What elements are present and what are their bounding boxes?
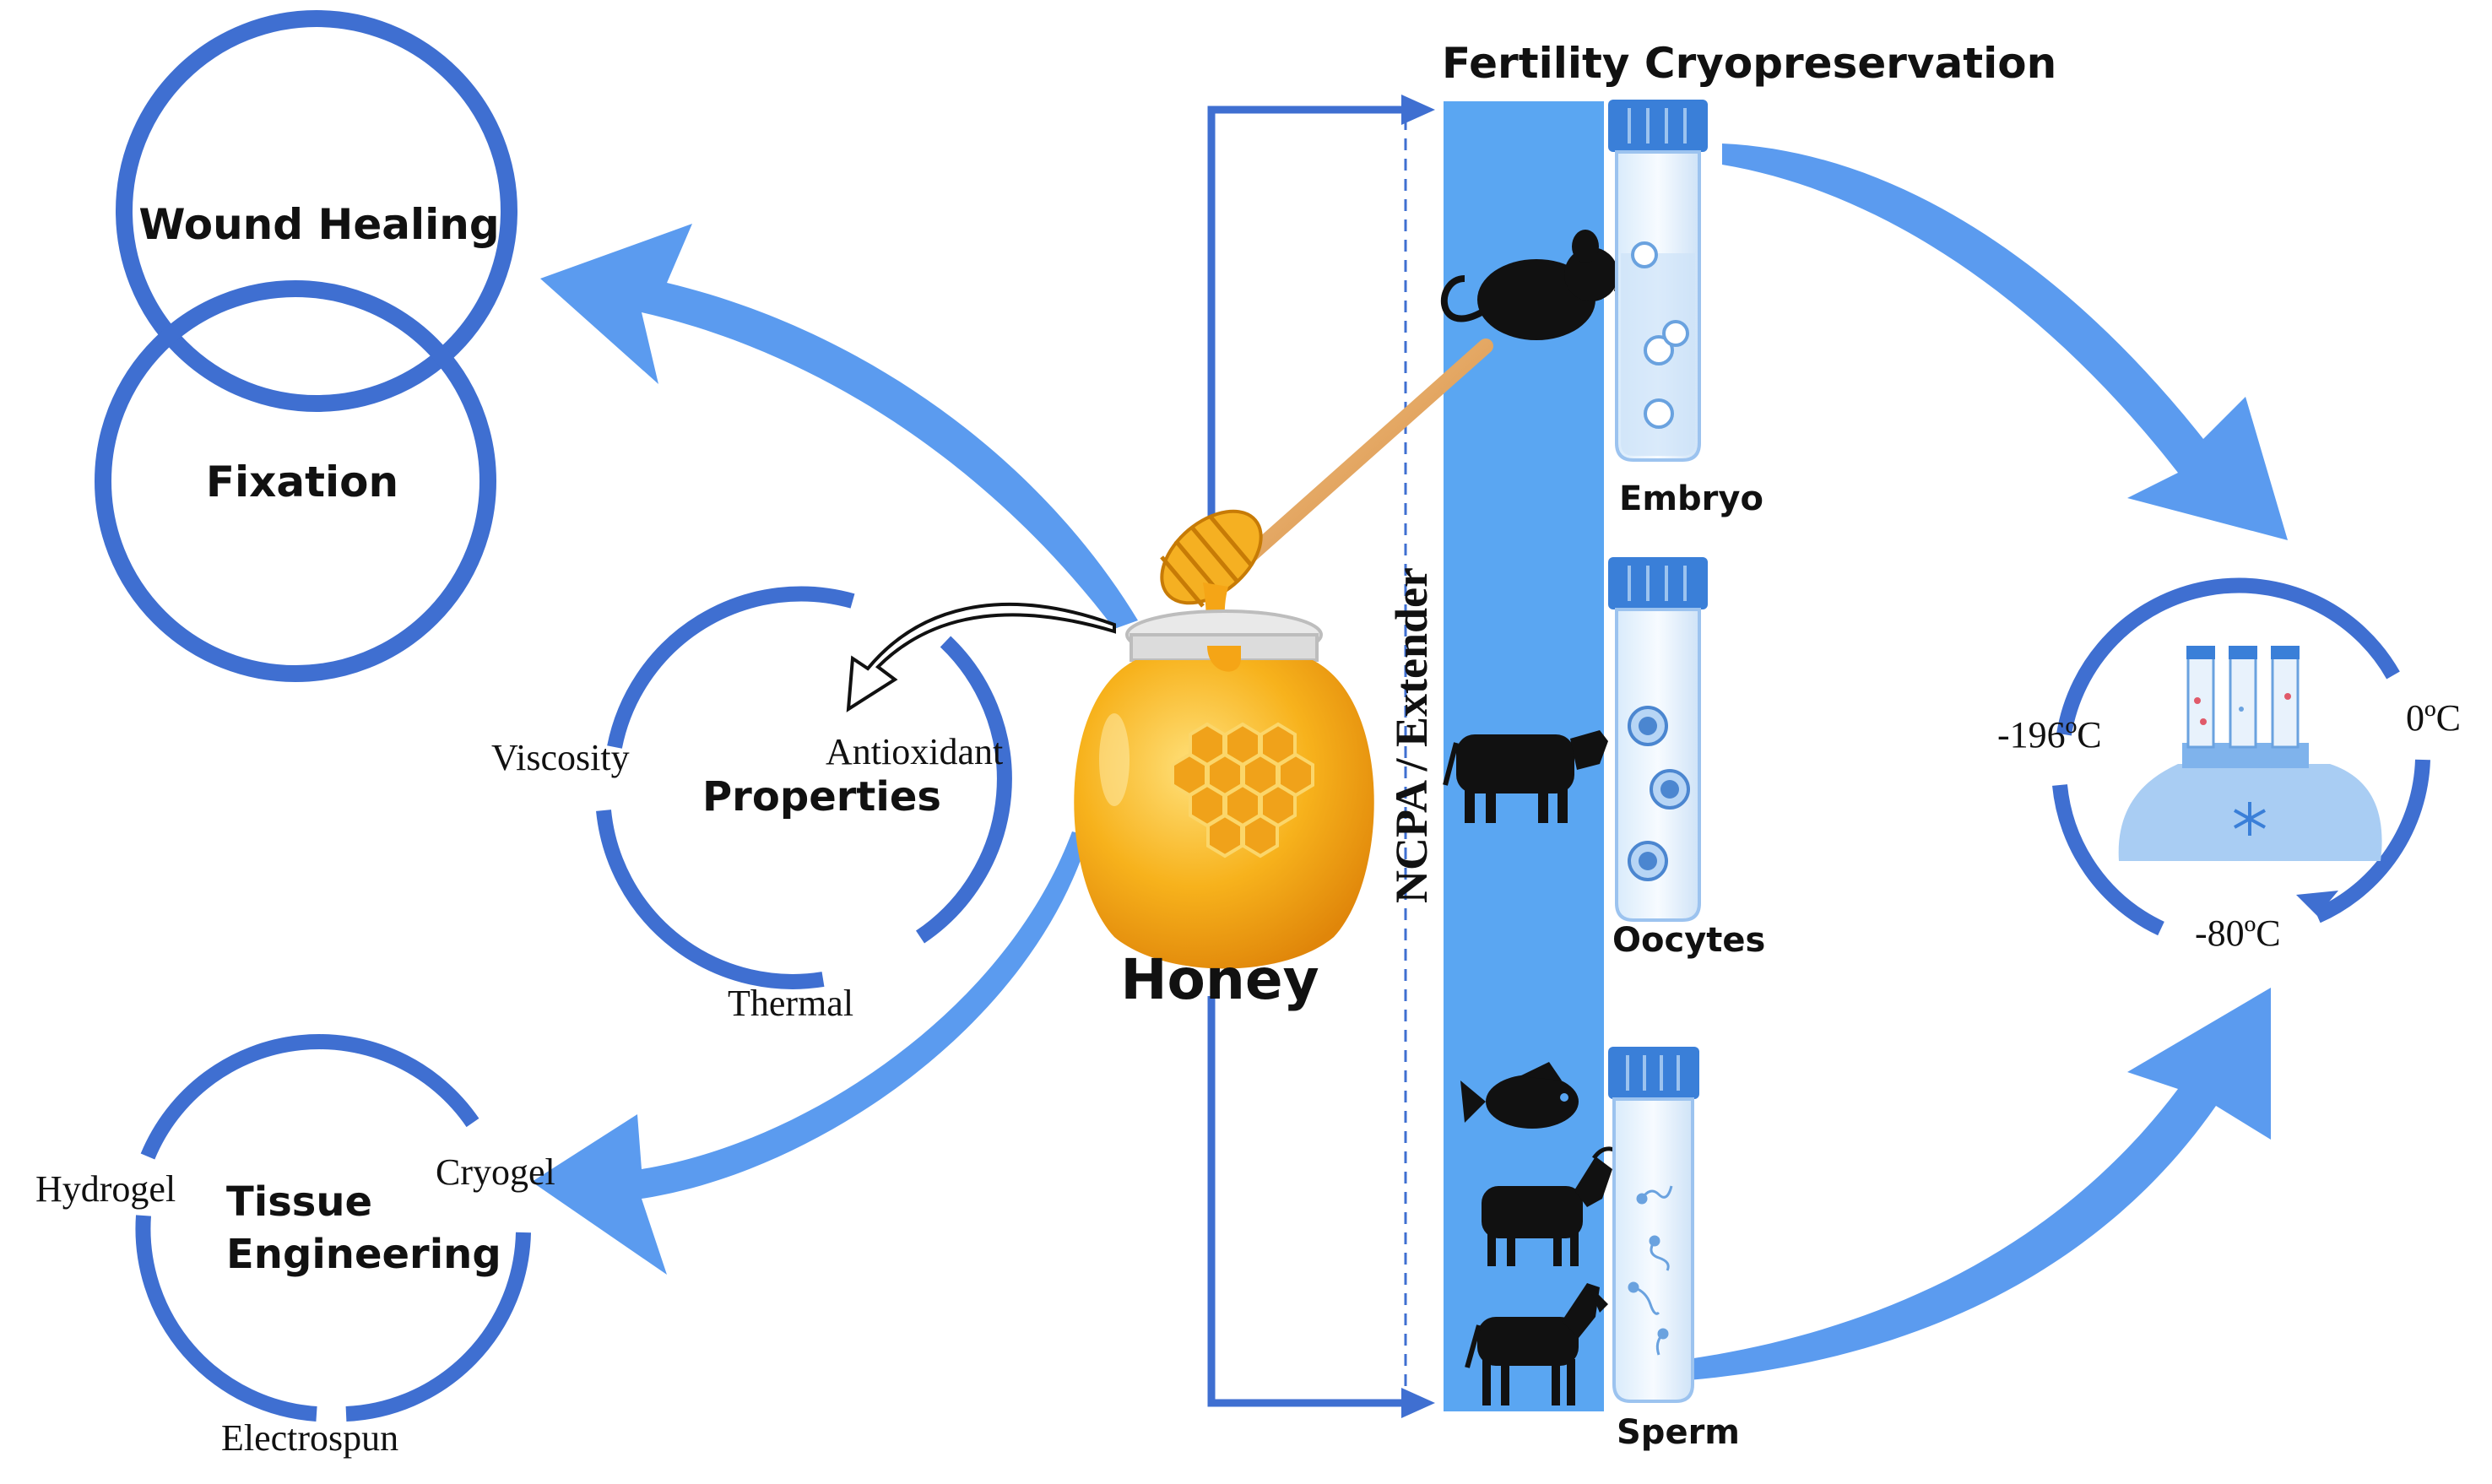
arrow-sperm-to-cryo xyxy=(1688,988,2271,1380)
thermal-label: Thermal xyxy=(728,983,853,1024)
honey-to-properties-arrow xyxy=(846,602,1116,712)
hydrogel-label: Hydrogel xyxy=(35,1168,176,1210)
mouse-icon xyxy=(1440,230,1638,340)
wound-healing-label: Wound Healing xyxy=(138,200,499,249)
minus-80-label: -80ºC xyxy=(2195,913,2281,954)
arrow-to-wound-healing xyxy=(540,224,1138,629)
arrow-to-tissue-engineering xyxy=(532,831,1089,1275)
cryogel-label: Cryogel xyxy=(436,1151,555,1193)
honey-label: Honey xyxy=(1120,947,1319,1012)
embryo-label: Embryo xyxy=(1619,479,1763,518)
cryo-ring xyxy=(2052,577,2430,936)
antioxidant-label: Antioxidant xyxy=(826,731,1003,772)
engineering-label: Engineering xyxy=(226,1231,501,1278)
arrow-embryo-to-cryo xyxy=(1722,144,2288,540)
honey-jar-icon xyxy=(1074,609,1374,969)
properties-ring xyxy=(596,586,1012,989)
ncpa-extender-label: NCPA / Extender xyxy=(1386,567,1437,903)
horse-icon xyxy=(1465,1283,1608,1405)
oocytes-label: Oocytes xyxy=(1612,921,1765,960)
electrospun-label: Electrospun xyxy=(221,1417,398,1459)
tissue-engineering-ring xyxy=(135,1034,531,1422)
bracket-arrowhead-top xyxy=(1401,95,1435,125)
minus-196-label: -196ºC xyxy=(1997,714,2102,756)
properties-label: Properties xyxy=(702,773,941,821)
sperm-tube-icon xyxy=(1608,1047,1699,1403)
tissue-label: Tissue xyxy=(226,1178,372,1226)
goat-icon xyxy=(1482,1146,1623,1266)
cow-icon xyxy=(1443,730,1608,823)
ncpa-bracket xyxy=(1207,106,1414,1407)
embryo-tube-icon xyxy=(1608,100,1708,462)
fish-icon xyxy=(1460,1062,1579,1129)
fixation-ring xyxy=(95,280,496,682)
bracket-arrowhead-bottom xyxy=(1401,1388,1435,1418)
wound-healing-ring xyxy=(116,10,517,412)
sperm-label: Sperm xyxy=(1617,1413,1740,1452)
zero-label: 0ºC xyxy=(2406,697,2461,739)
fertility-cryopreservation-title: Fertility Cryopreservation xyxy=(1442,39,2056,88)
viscosity-label: Viscosity xyxy=(491,737,630,778)
oocytes-tube-icon xyxy=(1608,557,1708,922)
snowflake-icon xyxy=(2234,802,2266,836)
cryo-ring-arrowhead xyxy=(2296,891,2338,916)
fixation-label: Fixation xyxy=(206,458,398,506)
